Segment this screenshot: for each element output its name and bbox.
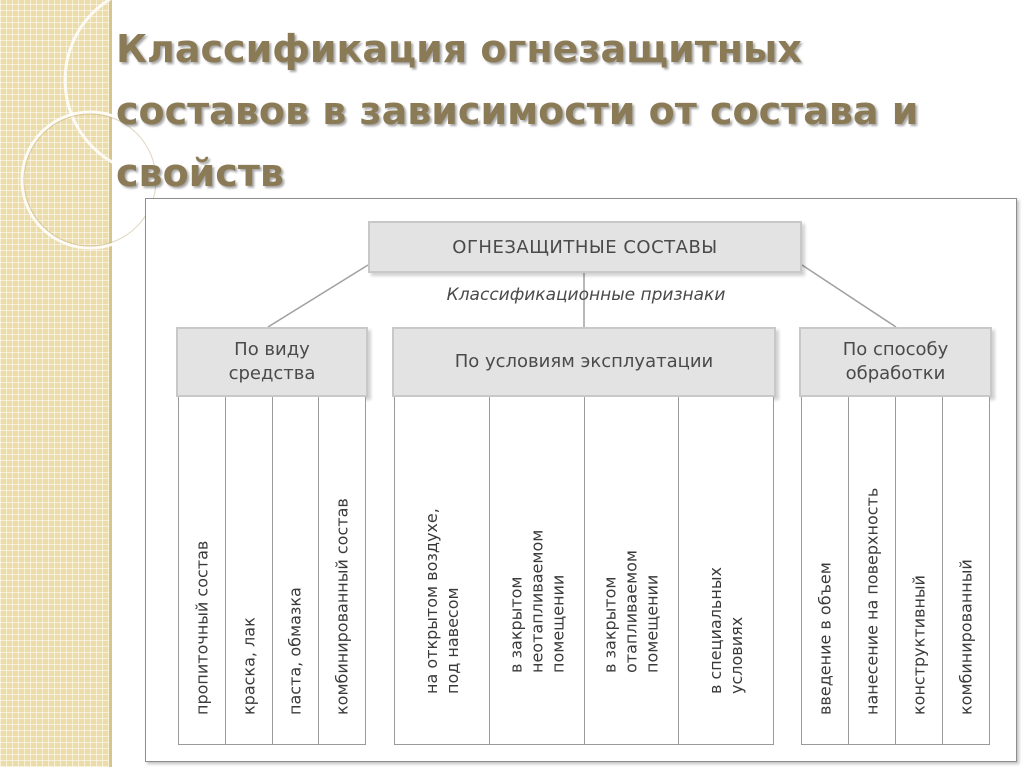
item-column: введение в объем (802, 397, 849, 744)
item-label: в закрытом неотапливаемом помещении (506, 529, 568, 673)
item-label: в закрытом отапливаемом помещении (600, 549, 662, 673)
classification-subtitle: Классификационные признаки (446, 285, 726, 305)
strip-edge (109, 0, 112, 767)
item-column: комбинированный (943, 397, 989, 744)
item-column: конструктивный (896, 397, 943, 744)
item-column: нанесение на поверхность (849, 397, 896, 744)
category-by-method: По способу обработки (799, 327, 992, 397)
item-column: краска, лак (226, 397, 273, 744)
item-column: в закрытом неотапливаемом помещении (490, 397, 585, 744)
item-column: пропиточный состав (179, 397, 226, 744)
group-by-type: пропиточный состав краска, лак паста, об… (178, 397, 366, 745)
item-column: паста, обмазка (273, 397, 320, 744)
item-label: комбинированный состав (332, 498, 352, 715)
connector-left (267, 264, 369, 328)
category-by-type: По виду средства (176, 327, 368, 397)
item-label: паста, обмазка (285, 587, 305, 715)
connector-lines (267, 264, 897, 328)
decorative-circles-icon (20, 0, 240, 250)
item-column: в закрытом отапливаемом помещении (585, 397, 680, 744)
item-label: комбинированный (956, 559, 976, 715)
root-box: ОГНЕЗАЩИТНЫЕ СОСТАВЫ (368, 221, 802, 273)
item-column: на открытом воздухе, под навесом (395, 397, 490, 744)
item-label: на открытом воздухе, под навесом (421, 508, 462, 694)
item-label: конструктивный (909, 575, 929, 715)
item-label: пропиточный состав (192, 540, 212, 715)
category-by-conditions: По условиям эксплуатации (392, 327, 776, 397)
decorative-strip (0, 0, 112, 767)
item-label: краска, лак (239, 617, 259, 715)
item-label: введение в объем (815, 562, 835, 715)
item-label: в специальных условиях (706, 567, 747, 694)
item-label: нанесение на поверхность (862, 487, 882, 715)
page-title: Классификация огнезащитных составов в за… (116, 27, 919, 195)
item-column: комбинированный состав (319, 397, 365, 744)
item-column: в специальных условиях (679, 397, 773, 744)
group-by-method: введение в объем нанесение на поверхност… (801, 397, 990, 745)
connector-right (801, 264, 897, 328)
group-by-conditions: на открытом воздухе, под навесом в закры… (394, 397, 774, 745)
classification-diagram: ОГНЕЗАЩИТНЫЕ СОСТАВЫ Классификационные п… (145, 198, 1017, 762)
